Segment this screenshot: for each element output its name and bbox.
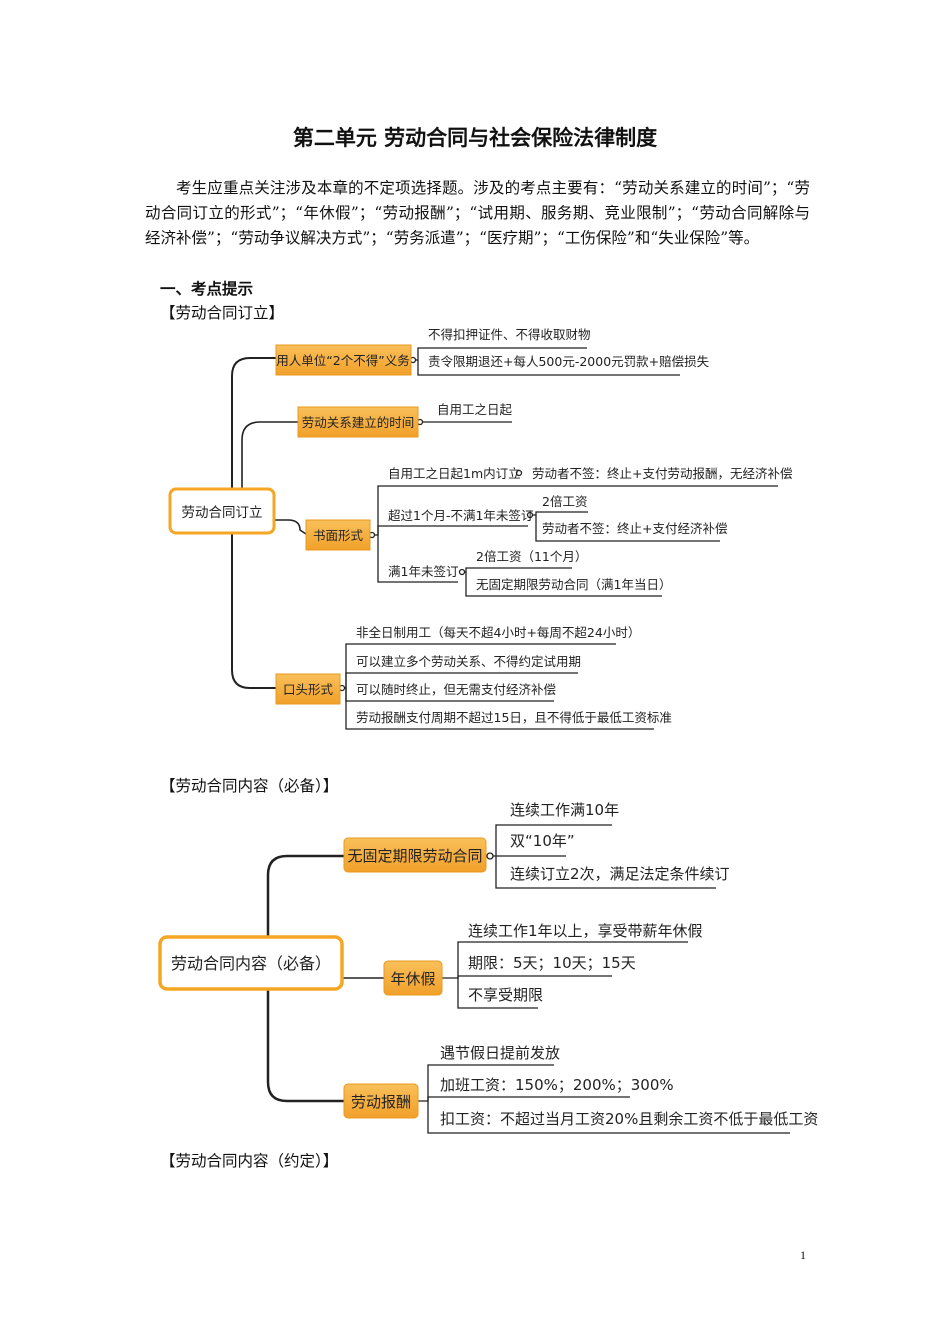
mind-map-required-content — [266, 824, 790, 1134]
leaf: 超过1个月-不满1年未签订 — [388, 508, 533, 523]
root-label: 劳动合同内容（必备） — [171, 954, 331, 973]
branch-label: 书面形式 — [313, 528, 364, 543]
leaf: 连续工作满10年 — [510, 801, 619, 819]
branch-written-form — [305, 519, 371, 551]
leaf: 2倍工资（11个月） — [476, 549, 587, 564]
intro-paragraph: 考生应重点关注涉及本章的不定项选择题。涉及的考点主要有：“劳动关系建立的时间”；… — [145, 179, 810, 247]
branch-relationship-time — [297, 406, 419, 438]
branch-employer-obligations — [275, 344, 412, 376]
branch-remuneration — [343, 1083, 419, 1119]
leaf: 扣工资：不超过当月工资20%且剩余工资不低于最低工资 — [440, 1110, 818, 1128]
leaf: 劳动报酬支付周期不超过15日，且不得低于最低工资标准 — [356, 710, 672, 725]
leaf: 自用工之日起 — [437, 402, 513, 417]
leaf: 不得扣押证件、不得收取财物 — [428, 327, 591, 342]
section-heading-contract-formation: 【劳动合同订立】 — [160, 304, 285, 322]
leaf: 可以建立多个劳动关系、不得约定试用期 — [356, 654, 581, 669]
leaf: 不享受期限 — [468, 986, 543, 1004]
leaf: 可以随时终止，但无需支付经济补偿 — [356, 682, 556, 697]
branch-annual-leave — [383, 960, 443, 996]
branch-label: 口头形式 — [283, 682, 334, 697]
branch-label: 劳动关系建立的时间 — [302, 415, 415, 430]
leaf: 自用工之日起1m内订立 — [388, 466, 521, 481]
leaf: 劳动者不签：终止+支付经济补偿 — [542, 521, 727, 536]
root-node-required-content — [158, 935, 344, 991]
leaf: 无固定期限劳动合同（满1年当日） — [476, 577, 671, 592]
branch-label: 用人单位“2个不得”义务 — [276, 353, 409, 368]
leaf: 非全日制用工（每天不超4小时+每周不超24小时） — [356, 625, 640, 640]
section-heading-required-content: 【劳动合同内容（必备）】 — [160, 777, 339, 795]
mind-map-contract-formation — [231, 347, 778, 730]
leaf: 加班工资：150%；200%；300% — [440, 1076, 674, 1094]
leaf: 连续订立2次，满足法定条件续订 — [510, 865, 730, 883]
leaf: 责令限期退还+每人500元-2000元罚款+赔偿损失 — [428, 354, 710, 369]
branch-label: 劳动报酬 — [351, 1093, 411, 1111]
leaf: 双“10年” — [510, 832, 575, 850]
page-title: 第二单元 劳动合同与社会保险法律制度 — [292, 126, 658, 150]
page-number: 1 — [800, 1248, 806, 1262]
root-node-contract-formation — [168, 487, 276, 535]
leaf: 连续工作1年以上，享受带薪年休假 — [468, 922, 703, 940]
leaf: 劳动者不签：终止+支付劳动报酬，无经济补偿 — [532, 466, 792, 481]
section-heading-agreed-content: 【劳动合同内容（约定）】 — [160, 1152, 339, 1170]
leaf: 期限：5天；10天；15天 — [468, 954, 636, 972]
leaf: 遇节假日提前发放 — [440, 1044, 560, 1062]
heading-key-points: 一、考点提示 — [160, 280, 254, 298]
branch-oral-form — [275, 673, 341, 705]
branch-open-ended-contract — [343, 837, 487, 873]
leaf: 2倍工资 — [542, 494, 587, 509]
root-label: 劳动合同订立 — [182, 505, 263, 521]
branch-label: 无固定期限劳动合同 — [347, 847, 482, 865]
branch-label: 年休假 — [390, 970, 435, 988]
leaf: 满1年未签订 — [388, 564, 458, 579]
